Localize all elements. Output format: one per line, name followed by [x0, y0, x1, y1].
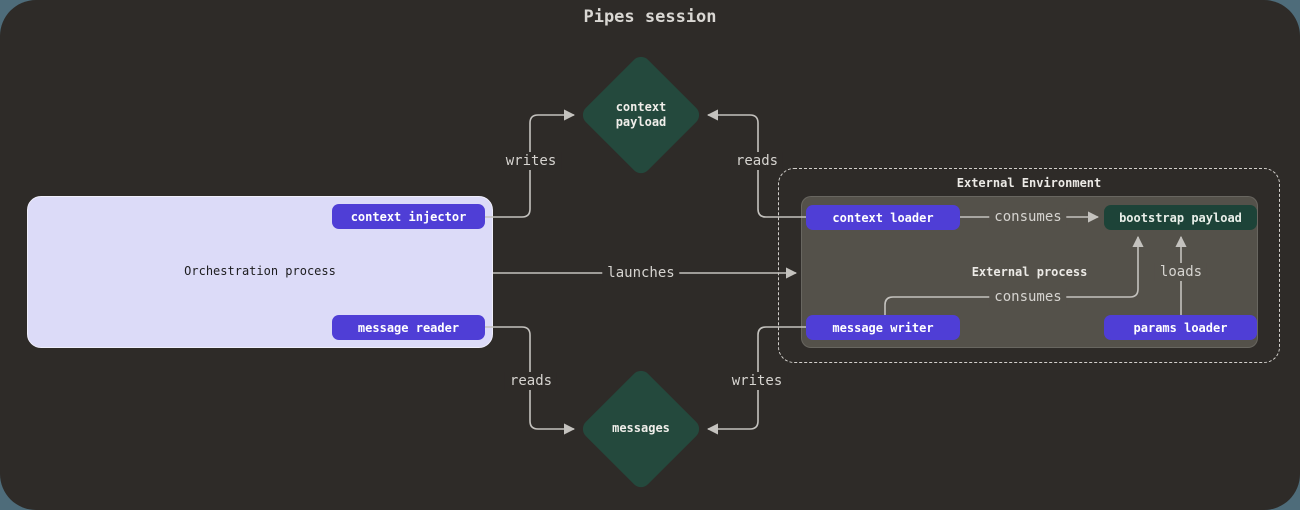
edge-label-writes-bottom: writes	[726, 372, 788, 390]
edge-label-consumes-bottom: consumes	[989, 288, 1067, 306]
edge-label-reads-top: reads	[730, 152, 784, 170]
message-reader-node: message reader	[332, 315, 485, 340]
edge-label-launches: launches	[602, 264, 680, 282]
diagram-title: Pipes session	[583, 7, 717, 27]
external-process-label: External process	[971, 265, 1088, 279]
orchestration-process-label: Orchestration process	[184, 264, 336, 278]
edge-label-reads-bottom: reads	[504, 372, 558, 390]
edge-label-loads: loads	[1154, 263, 1208, 281]
params-loader-node: params loader	[1104, 315, 1257, 340]
context-injector-node: context injector	[332, 204, 485, 229]
external-environment-title: External Environment	[956, 176, 1102, 190]
context-loader-node: context loader	[806, 205, 960, 230]
messages-label: messages	[612, 421, 670, 435]
message-writer-node: message writer	[806, 315, 960, 340]
bootstrap-payload-node: bootstrap payload	[1104, 205, 1257, 230]
edge-label-writes-top: writes	[500, 152, 562, 170]
context-payload-label: context payload	[615, 100, 667, 129]
edge-label-consumes-top: consumes	[989, 208, 1067, 226]
external-environment-box	[778, 168, 1280, 363]
